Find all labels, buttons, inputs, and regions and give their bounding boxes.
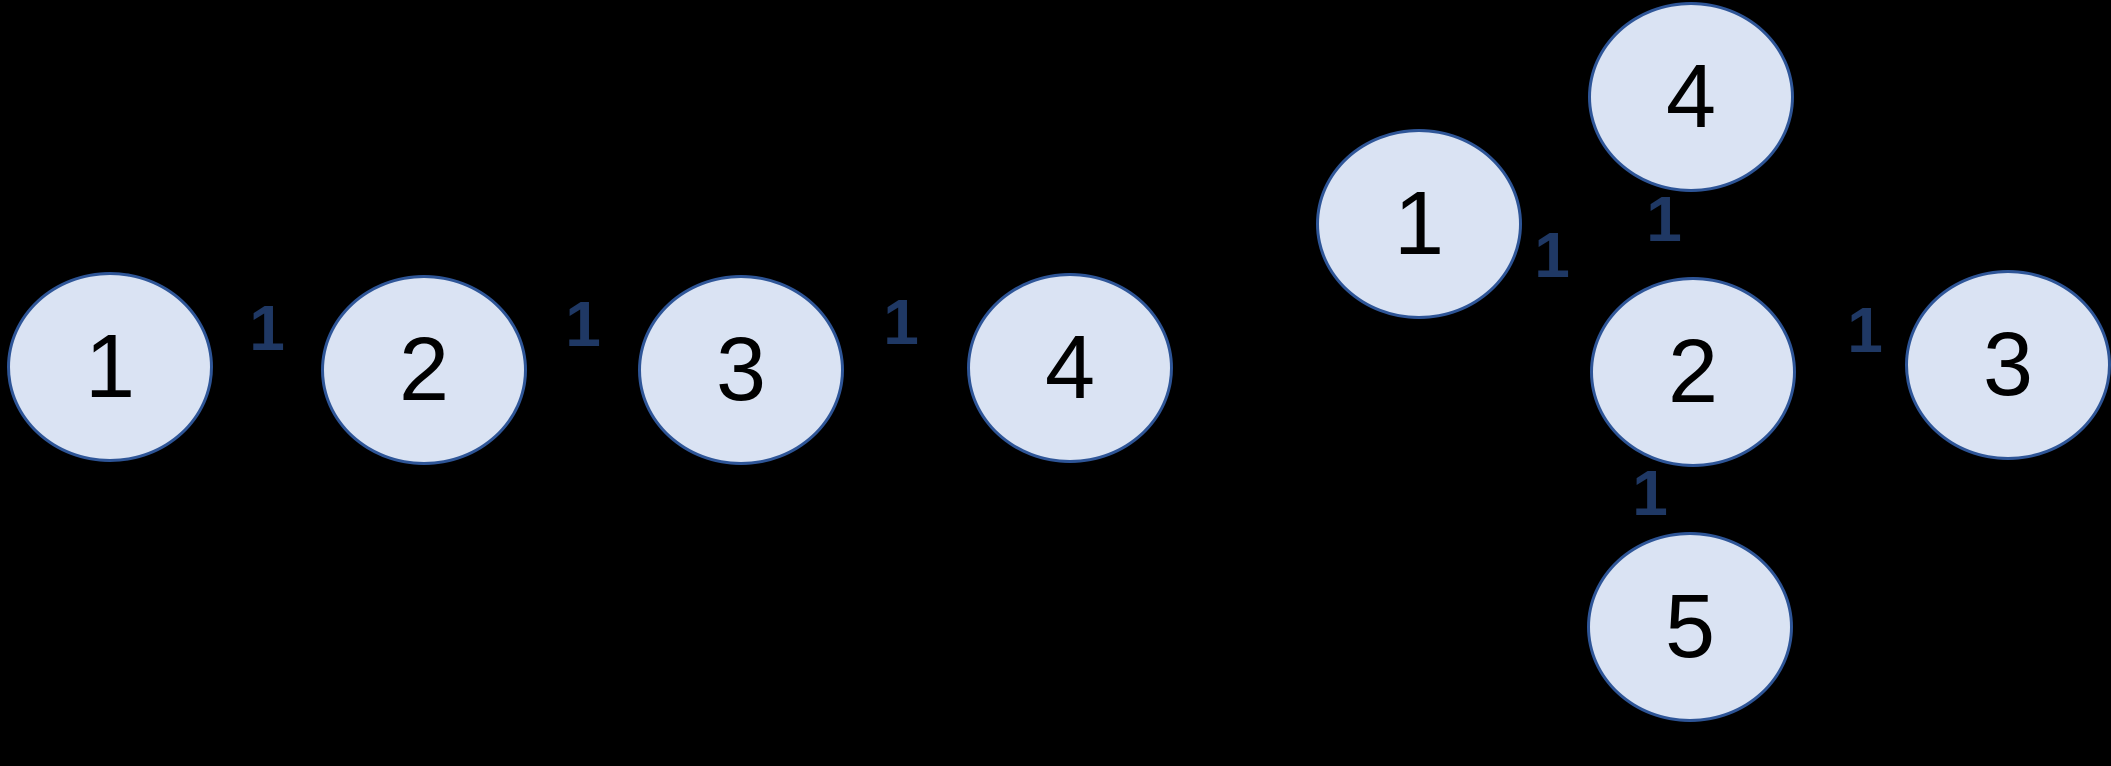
right-graph-node-5: 5 [1587, 532, 1793, 722]
node-label: 2 [398, 320, 450, 420]
node-label: 2 [1667, 322, 1719, 422]
edge-weight-label-left-2-3: 1 [565, 288, 601, 360]
left-graph-node-3: 3 [638, 275, 844, 465]
node-label: 4 [1665, 47, 1717, 147]
node-label: 3 [1982, 315, 2034, 415]
edge-weight-label-left-1-2: 1 [249, 292, 285, 364]
node-label: 3 [715, 320, 767, 420]
edge-weight-label-right-2-3: 1 [1847, 294, 1883, 366]
node-label: 1 [1393, 174, 1445, 274]
right-graph-node-1: 1 [1316, 129, 1522, 319]
node-label: 1 [84, 317, 136, 417]
right-graph-node-3: 3 [1905, 270, 2111, 460]
edge-weight-label-right-2-5: 1 [1632, 457, 1668, 529]
node-label: 5 [1664, 577, 1716, 677]
edge-weight-label-left-3-4: 1 [883, 286, 919, 358]
left-graph-node-1: 1 [7, 272, 213, 462]
left-graph-node-2: 2 [321, 275, 527, 465]
right-graph-node-4: 4 [1588, 2, 1794, 192]
node-label: 4 [1044, 318, 1096, 418]
left-graph-node-4: 4 [967, 273, 1173, 463]
right-graph-node-2: 2 [1590, 277, 1796, 467]
edge-weight-label-right-4-2: 1 [1646, 183, 1682, 255]
edge-weight-label-right-1-2: 1 [1534, 219, 1570, 291]
